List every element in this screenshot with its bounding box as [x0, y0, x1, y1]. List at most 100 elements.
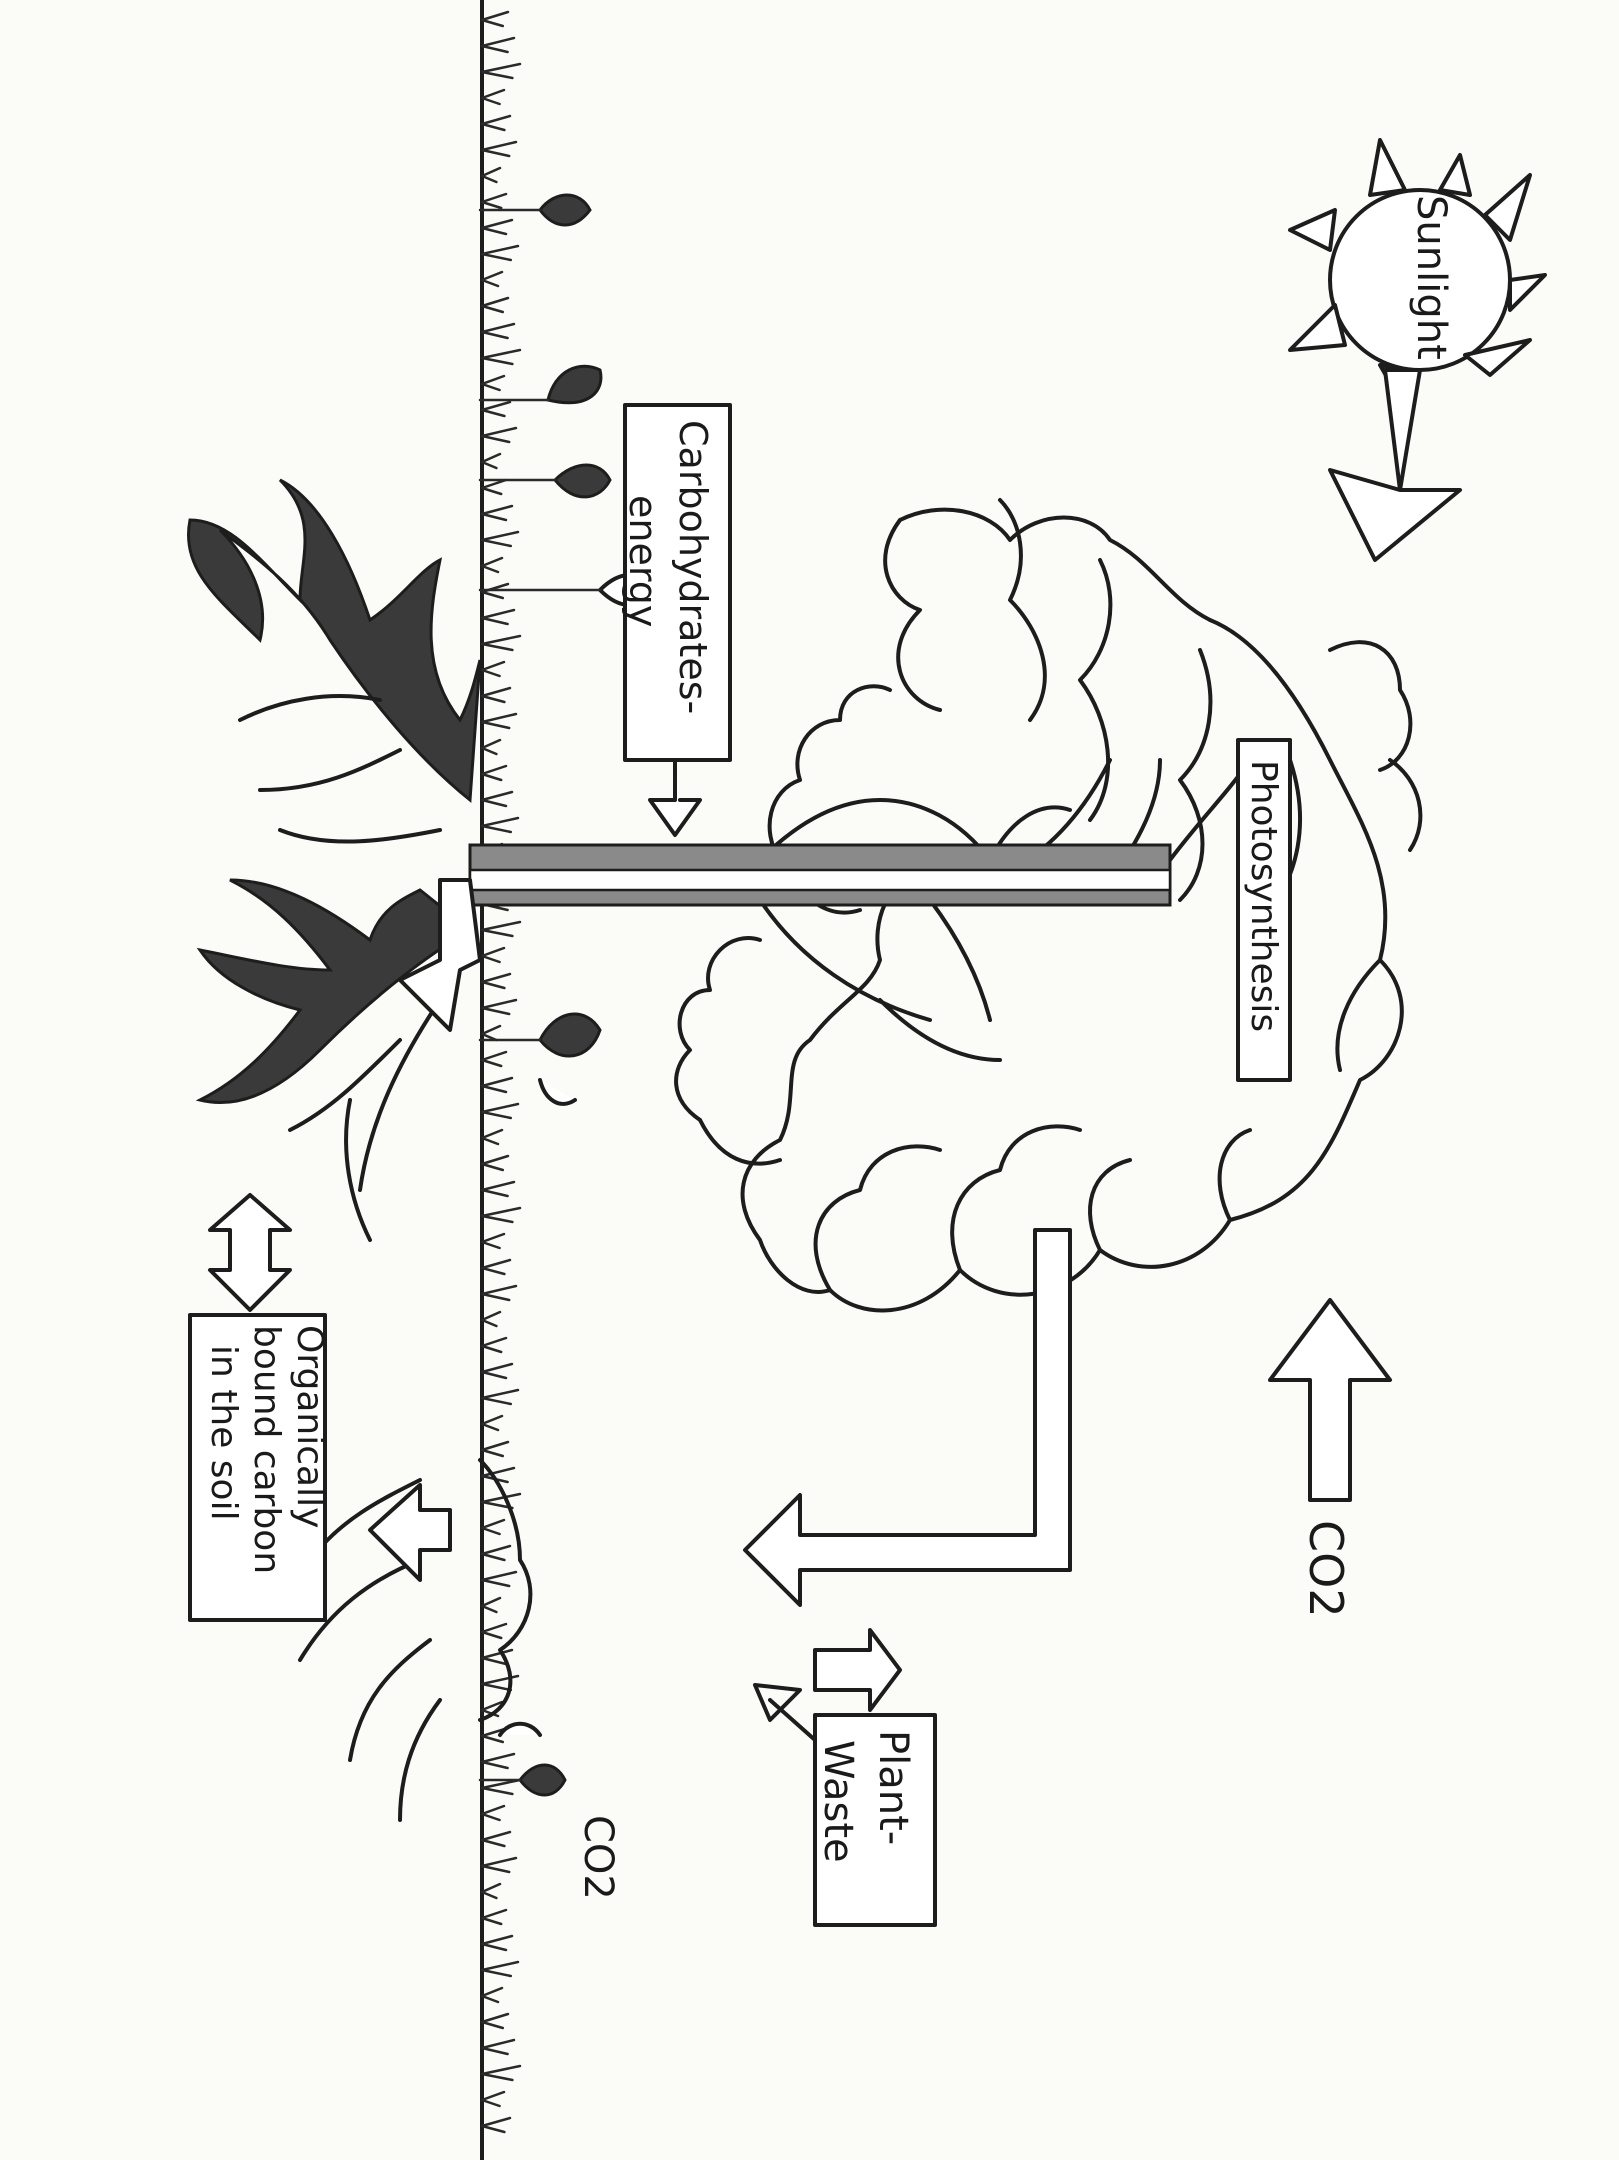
- grass-tuft: [482, 2040, 514, 2054]
- grass-tuft: [482, 1494, 520, 1508]
- grass-tuft: [482, 1364, 512, 1378]
- grass-tuft: [482, 1026, 500, 1040]
- grass-tuft: [482, 1416, 502, 1430]
- grass-tuft: [482, 1052, 506, 1066]
- grass-tuft: [482, 1598, 500, 1612]
- grass-tuft: [482, 12, 508, 26]
- grass-tuft: [482, 324, 514, 338]
- grass-tuft: [482, 1208, 520, 1222]
- grass-tuft: [482, 1390, 518, 1404]
- grass-tuft: [482, 1312, 500, 1326]
- grass-tuft: [482, 1572, 516, 1586]
- co2-soil-label: CO2: [575, 1815, 621, 1900]
- organic-carbon-label-line1: Organically: [289, 1325, 330, 1528]
- grass-tuft: [482, 1962, 518, 1976]
- plant-waste-up-arrow: [815, 1630, 900, 1710]
- mushroom-stems: [480, 210, 600, 1780]
- grass-tuft: [482, 220, 512, 234]
- plant-waste-small-arrow: [755, 1685, 815, 1740]
- grass-tuft: [482, 2014, 508, 2028]
- grass-tuft: [482, 974, 510, 988]
- grass-tuft: [482, 662, 504, 676]
- organic-carbon-label-box: Organically bound carbon in the soil: [190, 1315, 330, 1620]
- grass-tuft: [482, 1858, 516, 1872]
- grass-tuft: [482, 714, 516, 728]
- grass-tuft: [482, 376, 504, 390]
- grass-tuft: [482, 1520, 504, 1534]
- carbohydrates-label-line2: energy: [621, 495, 665, 627]
- sunlight-arrow: [1330, 370, 1460, 560]
- grass-tuft: [482, 1442, 508, 1456]
- grass-tuft: [482, 1104, 518, 1118]
- grass-tuft: [482, 64, 520, 78]
- grass-tuft: [482, 168, 500, 182]
- carbohydrates-label-line1: Carbohydrates-: [671, 420, 715, 714]
- grass-tuft: [482, 948, 504, 962]
- grass-tuft: [482, 1156, 508, 1170]
- organic-carbon-label-line3: in the soil: [203, 1345, 244, 1521]
- grass-tuft: [482, 1078, 512, 1092]
- co2-air-label: CO2: [1299, 1520, 1353, 1618]
- grass-tuft: [482, 1338, 506, 1352]
- grass-tuft: [482, 480, 506, 494]
- grass-tuft: [482, 272, 502, 286]
- grass-tuft: [482, 116, 510, 130]
- grass-tuft: [482, 818, 518, 832]
- grass-tuft: [482, 1936, 512, 1950]
- grass-tuft: [482, 1988, 502, 2002]
- grass-tuft: [482, 1624, 506, 1638]
- grass-tuft: [482, 688, 510, 702]
- grass-tuft: [482, 506, 512, 520]
- tree-roots: [188, 480, 480, 1240]
- grass-tuft: [482, 1260, 510, 1274]
- grass-tuft: [482, 558, 502, 572]
- grass-tuft: [482, 1000, 516, 1014]
- grass-tuft: [482, 2066, 520, 2080]
- grass-tuft: [482, 454, 500, 468]
- grass-tuft: [482, 1182, 514, 1196]
- grass-tuft: [482, 1754, 514, 1768]
- organic-carbon-double-arrow: [210, 1195, 290, 1310]
- grass-tuft: [482, 90, 504, 104]
- grass-tuft: [482, 402, 510, 416]
- grass-tuft: [482, 2118, 510, 2132]
- grass-tuft: [482, 2092, 504, 2106]
- grass-tuft: [482, 1884, 500, 1898]
- tree-trunk: [470, 845, 1170, 905]
- grass-tuft: [482, 1780, 520, 1794]
- grass-tuft: [482, 1546, 510, 1560]
- plant-waste-label-box: Plant- Waste: [815, 1715, 935, 1925]
- sunlight-label: Sunlight: [1408, 195, 1454, 360]
- grass-tuft: [482, 792, 512, 806]
- grass-tuft: [482, 1130, 502, 1144]
- grass-tuft: [482, 142, 516, 156]
- carbohydrates-arrow: [650, 760, 700, 835]
- grass-tuft: [482, 1286, 516, 1300]
- grass-tuft: [482, 610, 514, 624]
- grass-tuft: [482, 38, 514, 52]
- grass-tuft: [482, 636, 520, 650]
- grass-tuft: [482, 922, 520, 936]
- co2-air-arrow: [1270, 1300, 1390, 1500]
- grass-tuft: [482, 1832, 510, 1846]
- grass-tuft: [482, 766, 506, 780]
- grass-tuft: [482, 246, 518, 260]
- grass-tuft: [482, 740, 500, 754]
- photosynthesis-label: Photosynthesis: [1243, 760, 1284, 1032]
- carbohydrates-label-box: Carbohydrates- energy: [621, 405, 730, 760]
- grass-tuft: [482, 1234, 504, 1248]
- grass: [482, 12, 520, 2132]
- organic-carbon-label-line2: bound carbon: [246, 1325, 287, 1574]
- plant-waste-label-line1: Plant-: [870, 1730, 916, 1845]
- grass-tuft: [482, 428, 516, 442]
- grass-tuft: [482, 1806, 504, 1820]
- grass-tuft: [482, 194, 506, 208]
- plant-waste-label-line2: Waste: [815, 1740, 861, 1863]
- grass-tuft: [482, 298, 508, 312]
- photosynthesis-label-box: Photosynthesis: [1238, 740, 1290, 1080]
- grass-tuft: [482, 532, 518, 546]
- grass-tuft: [482, 1676, 518, 1690]
- grass-tuft: [482, 350, 520, 364]
